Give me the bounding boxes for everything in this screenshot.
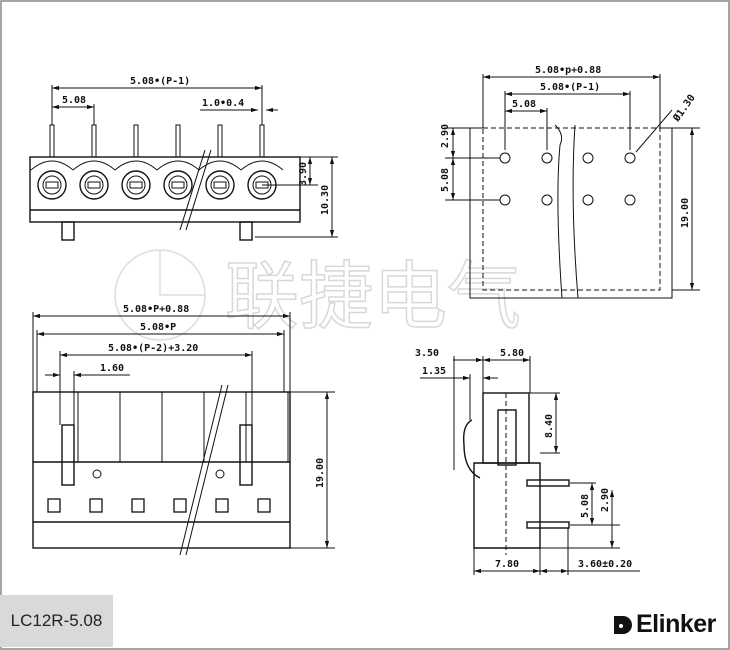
svg-text:3.50: 3.50 <box>415 348 439 359</box>
pcb-hole <box>541 194 553 206</box>
svg-text:19.00: 19.00 <box>680 198 691 228</box>
svg-text:2.90: 2.90 <box>440 124 451 148</box>
screw-slot <box>45 181 59 189</box>
socket-arc <box>198 160 242 171</box>
terminal-socket <box>205 170 235 200</box>
pin <box>259 124 265 158</box>
svg-text:3.90: 3.90 <box>298 162 309 186</box>
wire-entry <box>215 498 229 513</box>
svg-text:5.08•(P-1): 5.08•(P-1) <box>130 76 190 87</box>
pin <box>217 124 223 158</box>
svg-text:5.08•(P-1): 5.08•(P-1) <box>540 82 600 93</box>
pcb-hole <box>582 194 594 206</box>
pin <box>91 124 97 158</box>
svg-text:5.08•p+0.88: 5.08•p+0.88 <box>535 65 601 76</box>
svg-text:3.60±0.20: 3.60±0.20 <box>578 559 632 570</box>
wire-entry <box>173 498 187 513</box>
wire-entry <box>89 498 103 513</box>
terminal-socket <box>163 170 193 200</box>
screw-slot <box>87 181 101 189</box>
svg-text:5.08: 5.08 <box>440 168 451 192</box>
wire-entry <box>131 498 145 513</box>
pcb-hole <box>541 152 553 164</box>
svg-text:1.0•0.4: 1.0•0.4 <box>202 98 244 109</box>
socket-arc <box>114 160 158 171</box>
pin <box>133 124 139 158</box>
svg-text:2.90: 2.90 <box>600 488 611 512</box>
pcb-hole <box>582 152 594 164</box>
screw-slot <box>171 181 185 189</box>
svg-text:5.08: 5.08 <box>62 95 86 106</box>
terminal-screw <box>210 175 230 195</box>
wire-entry <box>47 498 61 513</box>
pin <box>49 124 55 158</box>
pcb-hole <box>624 194 636 206</box>
part-number-text: LC12R-5.08 <box>10 611 103 630</box>
top-view: 5.08•(P-1) 5.08 1.0•0.4 3.90 10.30 <box>29 76 338 241</box>
terminal-socket <box>37 170 67 200</box>
socket-arc <box>156 160 200 171</box>
svg-text:5.08•P+0.88: 5.08•P+0.88 <box>123 304 189 315</box>
socket-arc <box>30 160 74 171</box>
screw-slot <box>129 181 143 189</box>
terminal-screw <box>126 175 146 195</box>
pin <box>175 124 181 158</box>
wire-entry <box>257 498 271 513</box>
terminal-screw <box>84 175 104 195</box>
terminal-socket <box>121 170 151 200</box>
screw-slot <box>213 181 227 189</box>
front-view: 5.08•P+0.88 5.08•P 5.08•(P-2)+3.20 1.60 … <box>32 304 335 556</box>
terminal-screw <box>42 175 62 195</box>
svg-text:5.08: 5.08 <box>580 494 591 518</box>
svg-text:19.00: 19.00 <box>315 458 326 488</box>
svg-text:5.08•(P-2)+3.20: 5.08•(P-2)+3.20 <box>108 343 198 354</box>
svg-text:8.40: 8.40 <box>544 414 555 438</box>
part-number-label: LC12R-5.08 <box>0 595 113 647</box>
svg-text:5.08•P: 5.08•P <box>140 322 176 333</box>
svg-text:10.30: 10.30 <box>320 185 331 215</box>
svg-text:5.08: 5.08 <box>512 99 536 110</box>
brand-logo-icon <box>614 615 632 634</box>
terminal-socket <box>79 170 109 200</box>
brand-logo: Elinker <box>612 610 716 639</box>
pcb-hole <box>624 152 636 164</box>
terminal-screw <box>168 175 188 195</box>
socket-arc <box>240 160 284 171</box>
svg-text:联捷电气: 联捷电气 <box>225 254 521 340</box>
side-view: 3.50 5.80 1.35 8.40 5.08 2.90 7.80 3.60±… <box>415 348 640 575</box>
svg-text:1.35: 1.35 <box>422 366 446 377</box>
svg-text:1.60: 1.60 <box>100 363 124 374</box>
svg-text:5.80: 5.80 <box>500 348 524 359</box>
brand-name: Elinker <box>636 610 716 638</box>
svg-text:7.80: 7.80 <box>495 559 519 570</box>
socket-arc <box>72 160 116 171</box>
pcb-hole <box>499 194 511 206</box>
pcb-hole <box>499 152 511 164</box>
svg-text:Ø1.30: Ø1.30 <box>670 92 698 124</box>
watermark: 联捷电气 <box>114 249 522 341</box>
